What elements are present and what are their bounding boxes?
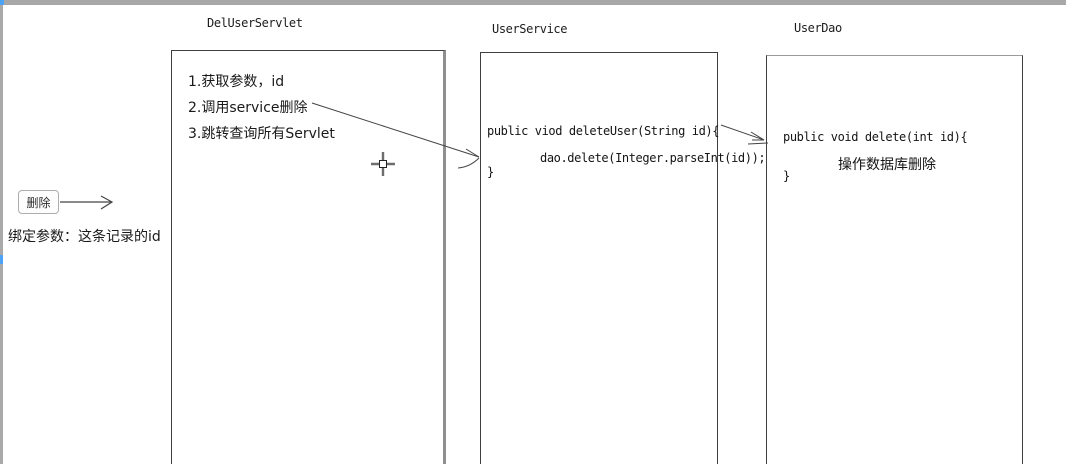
left-scroll-edge: [0, 5, 3, 464]
deluserservlet-box[interactable]: 1.获取参数，id 2.调用service删除 3.跳转查询所有Servlet: [171, 50, 446, 464]
delete-button[interactable]: 删除: [18, 190, 59, 214]
left-edge-accent-marker: [0, 255, 3, 264]
top-scroll-edge: [0, 0, 1066, 5]
arrow-dao-call: [720, 124, 769, 145]
userservice-box[interactable]: public viod deleteUser(String id){ dao.d…: [480, 52, 766, 464]
service-code-line-3: }: [487, 165, 494, 179]
dao-code-line-1: public void delete(int id){: [783, 130, 968, 144]
lane-title-userservice: UserService: [492, 22, 568, 36]
servlet-step-1: 1.获取参数，id: [188, 74, 285, 90]
servlet-step-3: 3.跳转查询所有Servlet: [188, 126, 335, 142]
lane-title-userdao: UserDao: [794, 21, 842, 35]
dao-code-line-3: }: [783, 169, 790, 183]
userdao-box[interactable]: public void delete(int id){ 操作数据库删除 }: [766, 55, 1023, 464]
servlet-step-2: 2.调用service删除: [188, 100, 308, 116]
arrow-delete-action: [60, 195, 114, 210]
dao-code-line-2: 操作数据库删除: [838, 157, 936, 173]
service-code-line-1: public viod deleteUser(String id){: [487, 124, 720, 138]
bind-parameter-note: 绑定参数：这条记录的id: [8, 229, 161, 245]
top-left-accent-marker: [0, 0, 4, 5]
lane-title-delFuserservlet: DelUserServlet: [207, 16, 303, 30]
service-code-line-2: dao.delete(Integer.parseInt(id));: [540, 151, 766, 165]
